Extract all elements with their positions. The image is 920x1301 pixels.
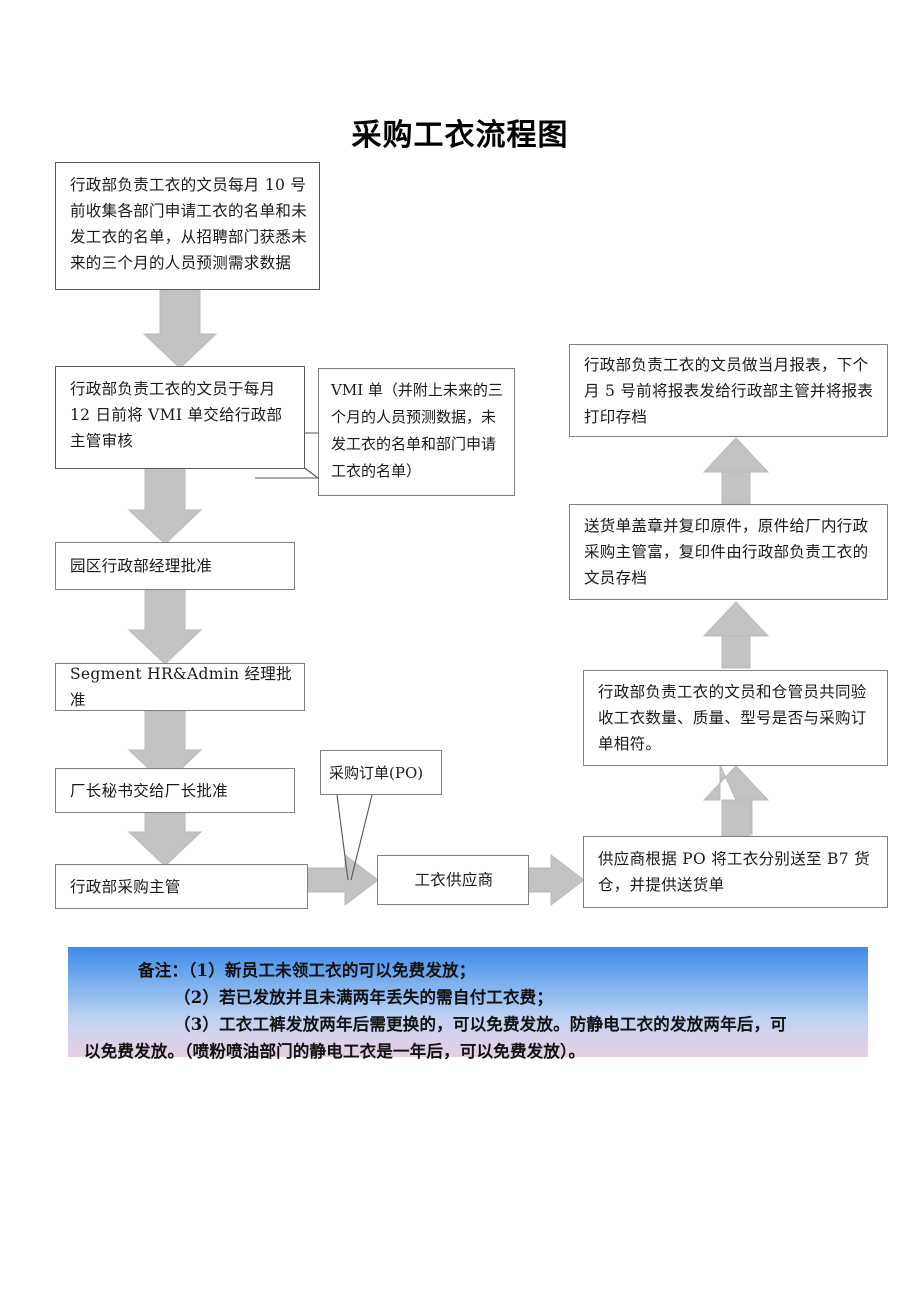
arrow-right-purchasing-to-supplier: [307, 853, 379, 907]
process-box-collect-request[interactable]: 行政部负责工衣的文员每月 10 号前收集各部门申请工衣的名单和未发工衣的名单，从…: [55, 162, 320, 290]
process-box-park-admin-manager-approve[interactable]: 园区行政部经理批准: [55, 542, 295, 590]
arrow-down-submit-to-park-manager: [127, 467, 203, 545]
process-box-collect-request-label: 行政部负责工衣的文员每月 10 号前收集各部门申请工衣的名单和未发工衣的名单，从…: [70, 176, 308, 272]
process-box-plant-manager-approve-label: 厂长秘书交给厂长批准: [70, 781, 229, 800]
process-box-monthly-report-label: 行政部负责工衣的文员做当月报表，下个月 5 号前将报表发给行政部主管并将报表打印…: [584, 355, 874, 426]
process-box-segment-hr-admin-approve[interactable]: Segment HR&Admin 经理批准: [55, 663, 305, 711]
po-callout-leader: [336, 794, 373, 881]
arrow-up-deliver-to-inspection: [702, 764, 770, 837]
process-box-monthly-report[interactable]: 行政部负责工衣的文员做当月报表，下个月 5 号前将报表发给行政部主管并将报表打印…: [569, 344, 888, 437]
process-box-plant-manager-approve[interactable]: 厂长秘书交给厂长批准: [55, 768, 295, 813]
page-title: 采购工衣流程图: [351, 118, 569, 153]
arrow-right-supplier-to-deliver: [528, 853, 585, 907]
process-box-uniform-supplier[interactable]: 工衣供应商: [377, 855, 529, 905]
process-box-joint-inspection-label: 行政部负责工衣的文员和仓管员共同验收工衣数量、质量、型号是否与采购订单相符。: [598, 683, 867, 753]
callout-purchase-order-label: 采购订单(PO): [329, 763, 424, 782]
process-box-joint-inspection[interactable]: 行政部负责工衣的文员和仓管员共同验收工衣数量、质量、型号是否与采购订单相符。: [583, 670, 888, 766]
footnote-item-4: 以免费发放。（喷粉喷油部门的静电工衣是一年后，可以免费发放）。: [84, 1042, 586, 1061]
process-box-supplier-deliver-label: 供应商根据 PO 将工衣分别送至 B7 货仓，并提供送货单: [598, 850, 870, 894]
callout-vmi-form[interactable]: VMI 单（并附上未来的三个月的人员预测数据，未发工衣的名单和部门申请工衣的名单…: [318, 368, 515, 496]
process-box-submit-vmi-label: 行政部负责工衣的文员于每月 12 日前将 VMI 单交给行政部主管审核: [70, 380, 283, 450]
footnote-line-2: （2）若已发放并且未满两年丢失的需自付工衣费；: [84, 984, 852, 1011]
footnote-item-1: （1）新员工未领工衣的可以免费发放；: [188, 961, 476, 980]
process-box-submit-vmi[interactable]: 行政部负责工衣的文员于每月 12 日前将 VMI 单交给行政部主管审核: [55, 366, 305, 469]
callout-vmi-form-label: VMI 单（并附上未来的三个月的人员预测数据，未发工衣的名单和部门申请工衣的名单…: [331, 381, 503, 480]
process-box-segment-hr-admin-approve-label: Segment HR&Admin 经理批准: [70, 665, 292, 709]
process-box-stamp-and-copy[interactable]: 送货单盖章并复印原件，原件给厂内行政采购主管富，复印件由行政部负责工衣的文员存档: [569, 504, 888, 600]
arrow-up-inspection-to-stamp: [702, 601, 770, 669]
process-box-park-admin-manager-approve-label: 园区行政部经理批准: [70, 557, 213, 575]
process-box-admin-purchasing-supervisor[interactable]: 行政部采购主管: [55, 864, 308, 909]
arrow-down-plant-to-purchasing: [127, 812, 203, 867]
footnote-panel: 备注：（1）新员工未领工衣的可以免费发放； （2）若已发放并且未满两年丢失的需自…: [68, 947, 868, 1061]
process-box-uniform-supplier-label: 工衣供应商: [414, 871, 494, 889]
process-box-supplier-deliver[interactable]: 供应商根据 PO 将工衣分别送至 B7 货仓，并提供送货单: [583, 836, 888, 908]
footnote-line-4: 以免费发放。（喷粉喷油部门的静电工衣是一年后，可以免费发放）。: [84, 1038, 852, 1065]
arrow-up-stamp-to-report: [702, 437, 770, 505]
footnote-item-2: （2）若已发放并且未满两年丢失的需自付工衣费；: [174, 988, 554, 1007]
footnote-item-3: （3）工衣工裤发放两年后需更换的，可以免费发放。防静电工衣的发放两年后，可: [174, 1015, 787, 1034]
process-box-stamp-and-copy-label: 送货单盖章并复印原件，原件给厂内行政采购主管富，复印件由行政部负责工衣的文员存档: [584, 517, 869, 587]
arrow-down-collect-to-submit: [142, 287, 218, 369]
footnote-line-3: （3）工衣工裤发放两年后需更换的，可以免费发放。防静电工衣的发放两年后，可: [84, 1011, 852, 1038]
callout-purchase-order[interactable]: 采购订单(PO): [320, 750, 442, 795]
footnote-line-1: 备注：（1）新员工未领工衣的可以免费发放；: [84, 957, 852, 984]
process-box-admin-purchasing-supervisor-label: 行政部采购主管: [70, 877, 181, 896]
footnote-label: 备注：: [138, 961, 189, 980]
arrow-down-park-to-segment: [127, 589, 203, 665]
